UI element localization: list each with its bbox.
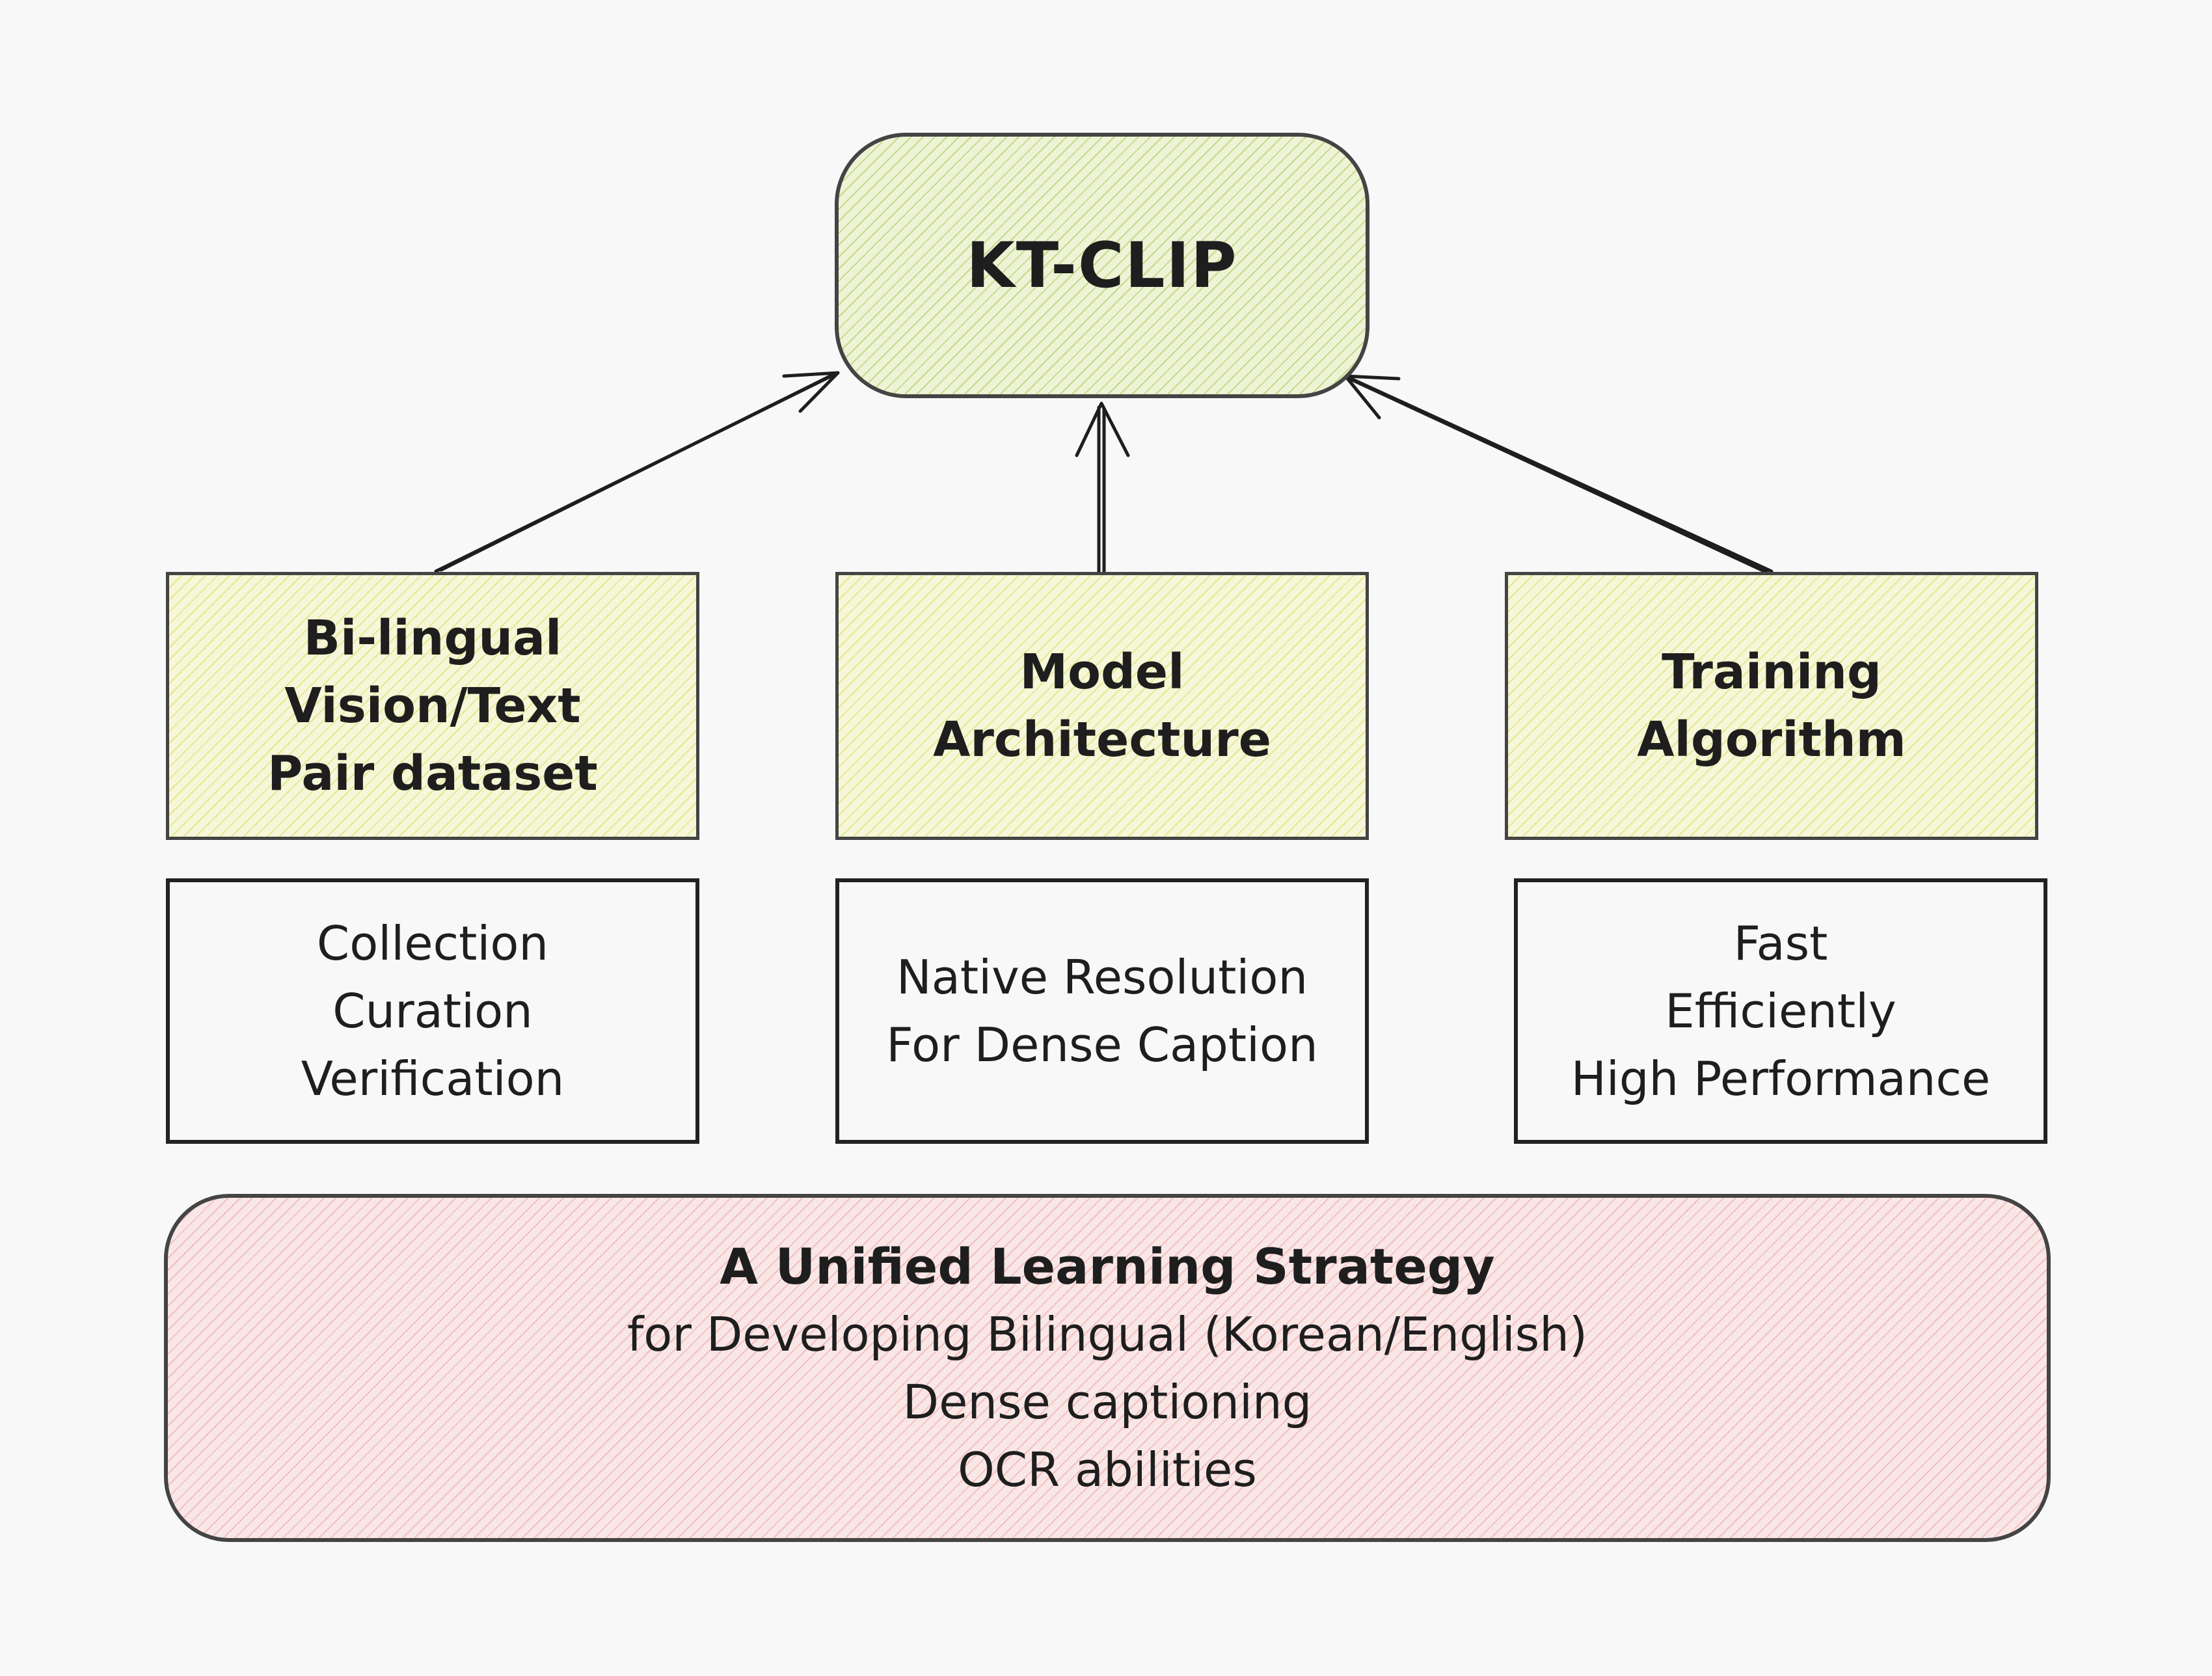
detail-dataset-line-1: Collection bbox=[316, 916, 549, 971]
detail-dataset: Collection Curation Verification bbox=[166, 878, 699, 1144]
root-label: KT-CLIP bbox=[966, 229, 1238, 302]
detail-dataset-line-3: Verification bbox=[301, 1051, 565, 1106]
detail-algorithm-line-3: High Performance bbox=[1571, 1051, 1991, 1106]
arrow-dataset-to-root bbox=[434, 371, 840, 573]
pillar-architecture-line-1: Model bbox=[1019, 644, 1185, 700]
pillar-algorithm: Training Algorithm bbox=[1505, 572, 2038, 840]
detail-architecture: Native Resolution For Dense Caption bbox=[835, 878, 1369, 1144]
strategy-line-1: for Developing Bilingual (Korean/English… bbox=[627, 1306, 1588, 1362]
strategy-line-3: OCR abilities bbox=[958, 1442, 1257, 1497]
strategy-line-2: Dense captioning bbox=[902, 1374, 1312, 1429]
strategy-node: A Unified Learning Strategy for Developi… bbox=[164, 1194, 2051, 1542]
arrow-architecture-to-root bbox=[1075, 401, 1130, 574]
pillar-architecture-line-2: Architecture bbox=[933, 712, 1271, 768]
detail-dataset-line-2: Curation bbox=[332, 984, 533, 1038]
pillar-dataset: Bi-lingual Vision/Text Pair dataset bbox=[166, 572, 699, 840]
detail-algorithm-line-1: Fast bbox=[1733, 916, 1828, 971]
strategy-title: A Unified Learning Strategy bbox=[720, 1237, 1495, 1295]
pillar-architecture: Model Architecture bbox=[835, 572, 1369, 840]
pillar-dataset-line-2: Pair dataset bbox=[267, 746, 598, 802]
detail-architecture-line-1: Native Resolution bbox=[896, 950, 1308, 1005]
detail-architecture-line-2: For Dense Caption bbox=[886, 1018, 1318, 1072]
root-node: KT-CLIP bbox=[835, 133, 1369, 398]
pillar-algorithm-line-2: Algorithm bbox=[1637, 712, 1906, 768]
detail-algorithm: Fast Efficiently High Performance bbox=[1514, 878, 2047, 1144]
detail-algorithm-line-2: Efficiently bbox=[1665, 984, 1896, 1038]
arrow-algorithm-to-root bbox=[1343, 374, 1774, 574]
pillar-dataset-line-1: Bi-lingual Vision/Text bbox=[284, 610, 581, 734]
pillar-algorithm-line-1: Training bbox=[1662, 644, 1882, 700]
